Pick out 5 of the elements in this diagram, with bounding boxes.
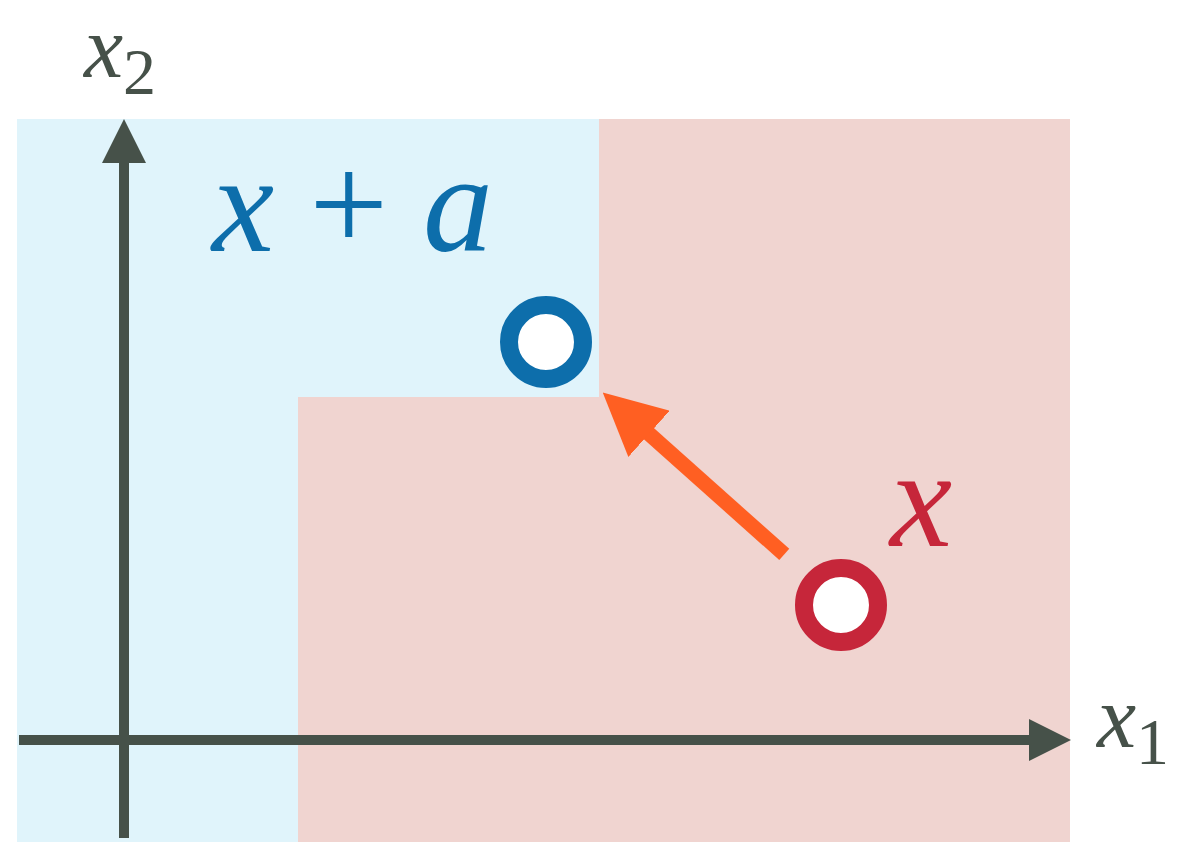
axis-label: x$_{2}$ [84,4,157,92]
arrow [602,392,790,561]
point-label: x [890,429,953,569]
axis-label: x$_{1}$ [1097,674,1170,762]
point-label: x + a [212,134,494,274]
